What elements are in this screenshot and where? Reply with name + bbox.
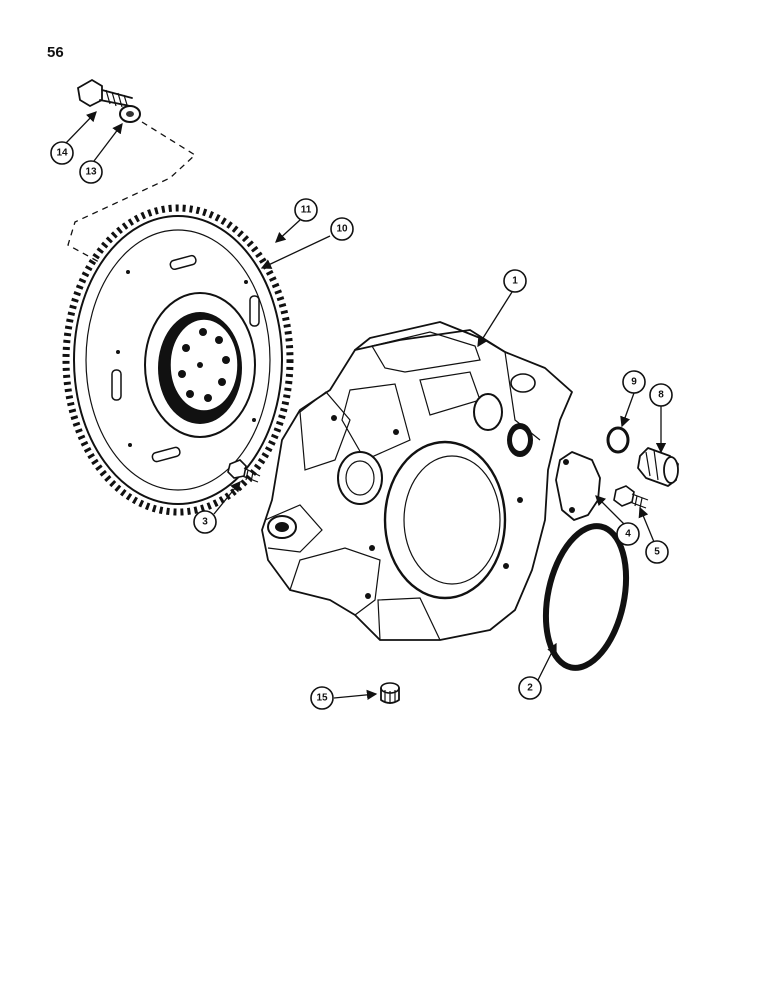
cover-plate-part xyxy=(555,451,601,521)
svg-text:15: 15 xyxy=(316,693,328,704)
svg-text:14: 14 xyxy=(56,148,68,159)
drain-plug-part xyxy=(637,447,679,487)
flywheel-housing-part xyxy=(261,321,573,641)
callout-14: 14 xyxy=(50,141,74,165)
pipe-plug-part xyxy=(380,682,400,704)
svg-text:8: 8 xyxy=(658,390,664,401)
flywheel-bolt-part xyxy=(77,78,133,109)
svg-text:3: 3 xyxy=(202,517,208,528)
svg-text:1: 1 xyxy=(512,276,518,287)
housing-bolt-part xyxy=(227,459,261,483)
washer-part xyxy=(119,105,141,123)
flywheel-ring-gear-part xyxy=(62,204,294,516)
svg-text:4: 4 xyxy=(625,529,631,540)
callout-11: 11 xyxy=(294,198,318,222)
svg-text:5: 5 xyxy=(654,547,660,558)
callout-9: 9 xyxy=(622,370,646,394)
callout-2: 2 xyxy=(518,676,542,700)
callout-4: 4 xyxy=(616,522,640,546)
cap-screw-part xyxy=(613,485,649,509)
svg-text:10: 10 xyxy=(336,224,348,235)
seal-ring-part xyxy=(542,523,630,671)
svg-text:2: 2 xyxy=(527,683,533,694)
fastener-path-line xyxy=(67,121,197,269)
svg-text:9: 9 xyxy=(631,377,637,388)
o-ring-small-part xyxy=(606,426,630,454)
leader-lines xyxy=(65,111,667,701)
callout-1: 1 xyxy=(503,269,527,293)
callout-15: 15 xyxy=(310,686,334,710)
callout-5: 5 xyxy=(645,540,669,564)
callout-3: 3 xyxy=(193,510,217,534)
callout-10: 10 xyxy=(330,217,354,241)
svg-text:11: 11 xyxy=(301,205,312,216)
svg-text:13: 13 xyxy=(85,167,97,178)
page-number: 56 xyxy=(47,44,64,61)
callout-13: 13 xyxy=(79,160,103,184)
callout-8: 8 xyxy=(649,383,673,407)
